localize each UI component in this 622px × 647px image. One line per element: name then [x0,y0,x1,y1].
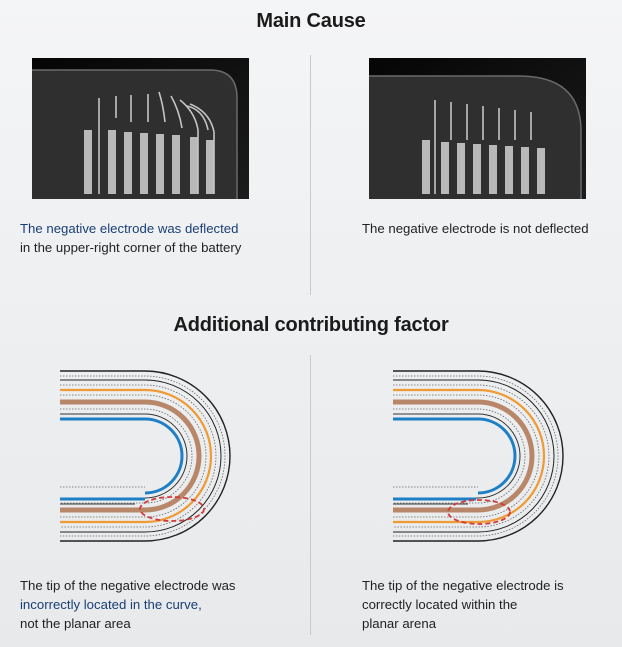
tip-in-curve-caption: The tip of the negative electrode was in… [20,576,236,633]
tip-in-planar-line1: The tip of the negative electrode is [362,578,564,593]
planar-position-marker [447,499,511,525]
tip-in-curve-highlight: incorrectly located in the curve, [20,597,202,612]
deflected-caption: The negative electrode was deflected in … [20,219,241,257]
tip-in-planar-line3: planar arena [362,616,437,631]
main-cause-title: Main Cause [256,10,366,32]
xray-normal-image [369,58,586,199]
deflected-caption-highlight: The negative electrode was deflected [20,221,239,236]
xray-deflected-image [32,58,249,199]
tip-in-curve-line3: not the planar area [20,616,131,631]
electrode-tip-in-curve-diagram [60,370,231,542]
top-divider [310,55,311,295]
not-deflected-caption: The negative electrode is not deflected [362,221,589,236]
additional-factor-title: Additional contributing factor [173,314,449,336]
bottom-divider [310,355,311,635]
deflected-caption-rest: in the upper-right corner of the battery [20,240,242,255]
curve-position-marker [139,496,205,522]
electrode-tip-in-planar-diagram [393,370,564,542]
tip-in-curve-line1: The tip of the negative electrode was [20,578,236,593]
tip-in-planar-caption: The tip of the negative electrode is cor… [362,576,564,633]
tip-in-planar-line2: correctly located within the [362,597,518,612]
